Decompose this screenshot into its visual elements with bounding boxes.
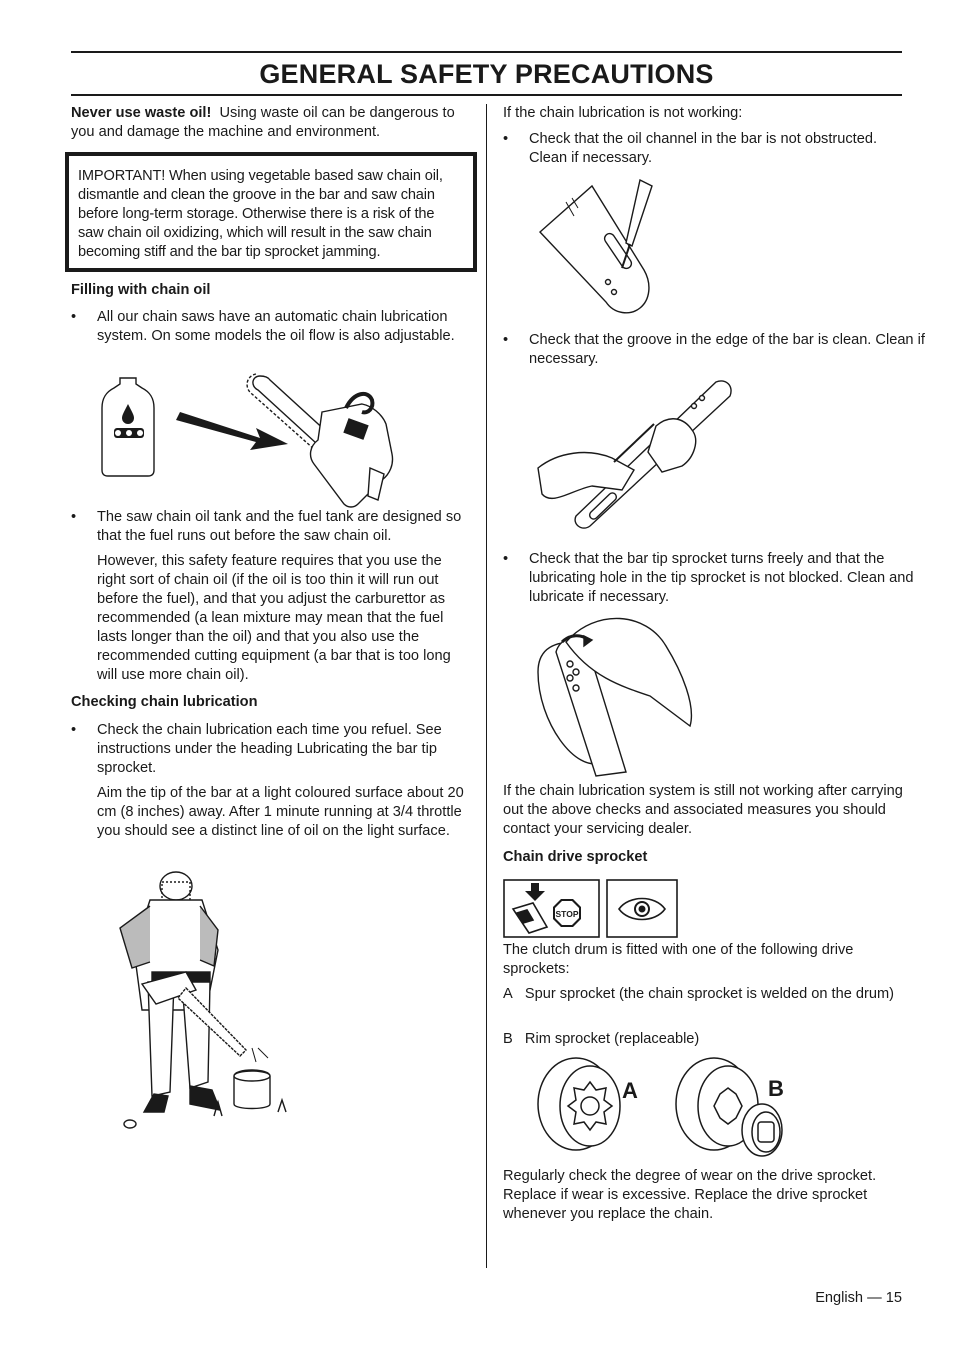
arrow-icon [176,412,288,450]
sprocket-label-a: A [622,1078,638,1103]
sprocket-label-b: B [768,1076,784,1101]
column-divider [486,104,487,1268]
checking-bullet: • Check the chain lubrication each time … [71,721,469,778]
spur-sprocket-icon [537,1057,621,1151]
filling-paragraph: However, this safety feature requires th… [97,553,451,683]
right-bullet-2-text: Check that the groove in the edge of the… [529,332,925,367]
eye-icon [606,879,678,938]
operator-figure [119,871,222,1129]
page-title: GENERAL SAFETY PRECAUTIONS [259,59,714,89]
tree-stump-icon [213,1069,287,1117]
important-warning-box: IMPORTANT! When using vegetable based sa… [65,152,477,272]
right-bullet-1-text: Check that the oil channel in the bar is… [529,131,878,166]
checking-paragraph: Aim the tip of the bar at a light colour… [97,785,464,839]
option-a-letter: A [503,986,513,1002]
option-b-text: Rim sprocket (replaceable) [524,1031,700,1047]
important-text: IMPORTANT! When using vegetable based sa… [78,168,443,260]
stop-icon: STOP [553,899,581,927]
waste-oil-text: Using waste oil can be dangerous to you … [71,105,455,140]
operator-testing-illustration [119,871,287,1129]
right-bullet-1: • Check that the oil channel in the bar … [503,130,903,168]
bullet-dot: • [503,551,509,567]
stop-label: STOP [556,909,579,919]
rim-sprocket-icon [675,1057,783,1157]
title-rule-bottom [71,94,902,96]
still-not-working-text: If the chain lubrication system is still… [503,783,903,837]
right-bullet-3-text: Check that the bar tip sprocket turns fr… [529,551,914,605]
tip-sprocket-illustration [537,617,693,777]
waste-oil-bold: Never use waste oil! [71,105,212,121]
checking-bullet-text: Check the chain lubrication each time yo… [97,722,442,776]
option-b: B Rim sprocket (replaceable) [503,1030,903,1049]
bullet-dot: • [503,131,509,147]
filling-bullet-2: • The saw chain oil tank and the fuel ta… [71,508,469,546]
filling-bullet-2-text: The saw chain oil tank and the fuel tank… [97,509,462,544]
option-b-letter: B [503,1031,513,1047]
filling-bullet-1-text: All our chain saws have an automatic cha… [97,309,455,344]
bar-oil-channel-illustration [538,178,653,314]
filling-bullet-1: • All our chain saws have an automatic c… [71,308,469,346]
oil-bottle-icon [101,377,155,477]
engine-off-icon [503,879,600,938]
bar-groove-cleaning-illustration [537,380,732,529]
right-bullet-3: • Check that the bar tip sprocket turns … [503,550,929,607]
not-working-text: If the chain lubrication is not working: [503,105,743,121]
clutch-text: The clutch drum is fitted with one of th… [503,942,854,977]
checking-heading: Checking chain lubrication [71,694,258,710]
bullet-dot: • [71,309,77,325]
chainsaw-icon [246,373,394,508]
regularly-text: Regularly check the degree of wear on th… [503,1168,877,1222]
drive-sprocket-heading: Chain drive sprocket [503,849,648,865]
page-footer: English — 15 [815,1290,902,1306]
option-a: A Spur sprocket (the chain sprocket is w… [503,985,903,1004]
option-a-text: Spur sprocket (the chain sprocket is wel… [524,986,894,1002]
chainsaw-bar [140,971,269,1063]
title-rule-top [71,51,902,53]
bullet-dot: • [71,509,77,525]
bullet-dot: • [503,332,509,348]
oil-fill-illustration [101,373,394,508]
safety-icons: STOP [503,879,678,938]
right-bullet-2: • Check that the groove in the edge of t… [503,331,929,369]
waste-oil-paragraph: Never use waste oil! Using waste oil can… [71,104,469,142]
sprockets-illustration: A B [537,1057,784,1157]
bullet-dot: • [71,722,77,738]
filling-heading: Filling with chain oil [71,282,211,298]
